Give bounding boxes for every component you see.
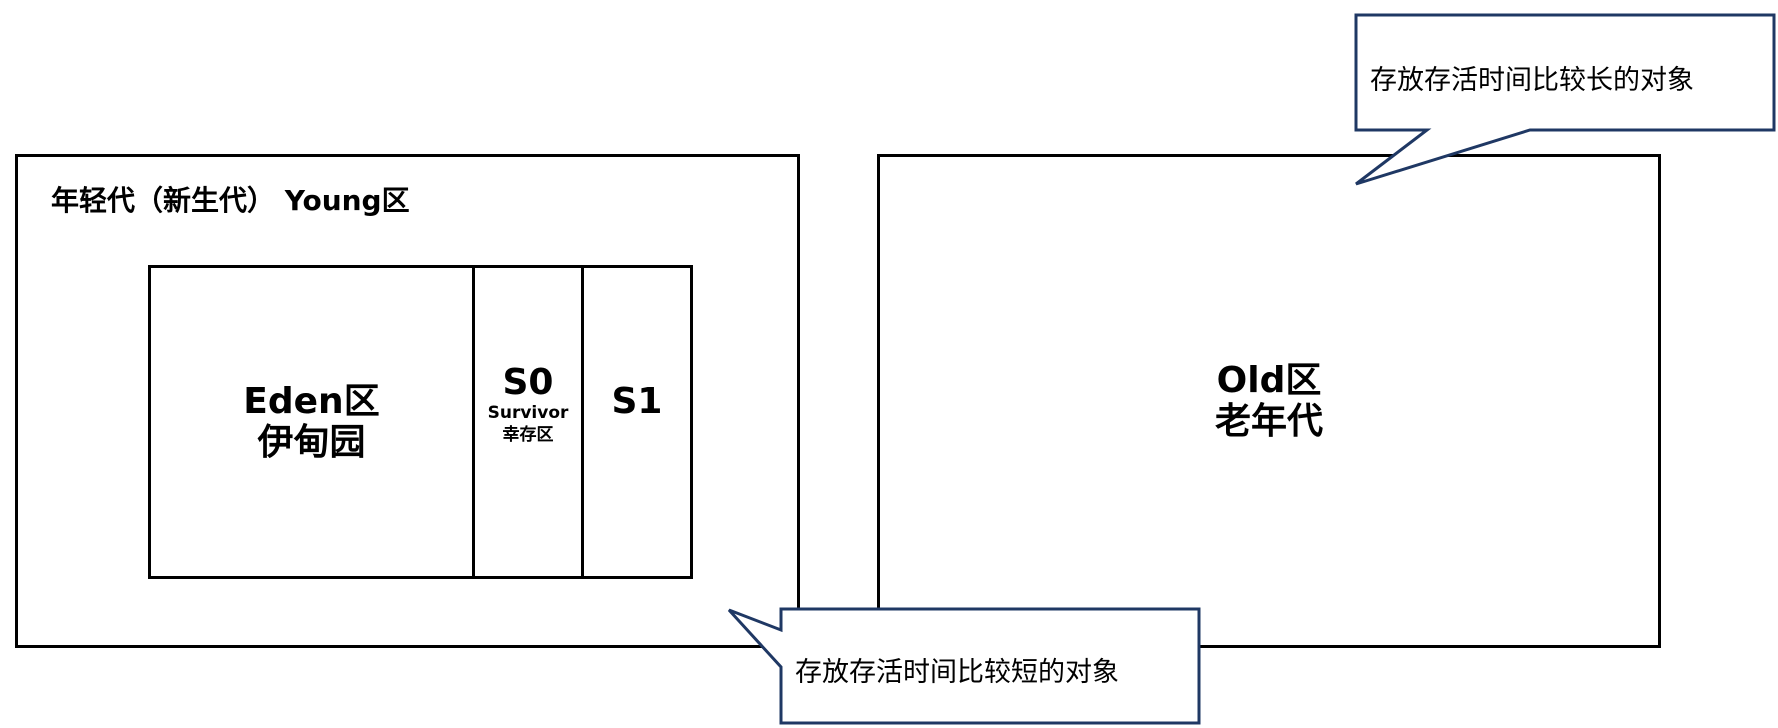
young-callout-bubble xyxy=(727,607,1201,725)
old-generation-box: Old区 老年代 xyxy=(877,154,1661,648)
eden-label: Eden区 xyxy=(243,380,380,422)
eden-region: Eden区 伊甸园 xyxy=(148,265,475,579)
s0-survivor-label: Survivor xyxy=(487,403,569,424)
old-subtitle: 老年代 xyxy=(1214,401,1323,442)
s1-label: S1 xyxy=(611,381,663,423)
s0-survivor-cn-label: 幸存区 xyxy=(502,424,554,445)
old-label: Old区 xyxy=(1216,359,1322,401)
young-callout-text: 存放存活时间比较短的对象 xyxy=(795,657,1119,688)
eden-subtitle: 伊甸园 xyxy=(257,422,366,463)
survivor-s0-region: S0 Survivor 幸存区 xyxy=(472,265,584,579)
survivor-s1-region: S1 xyxy=(581,265,693,579)
old-callout-text: 存放存活时间比较长的对象 xyxy=(1370,65,1694,96)
young-generation-title: 年轻代（新生代） Young区 xyxy=(51,184,410,217)
old-callout-bubble xyxy=(1354,13,1776,186)
s0-label: S0 xyxy=(502,362,554,404)
